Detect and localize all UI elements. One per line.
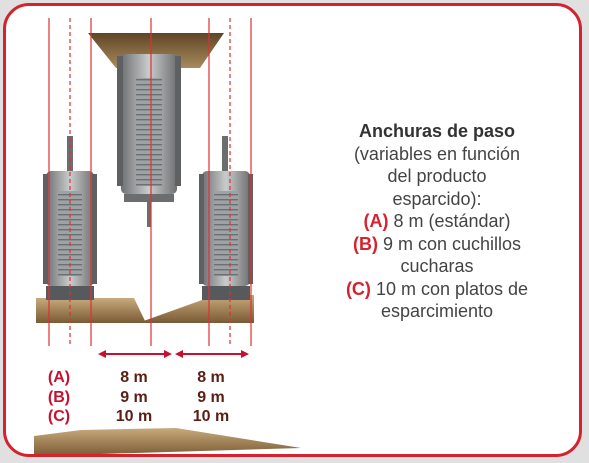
legend-subtitle-line: esparcido): <box>392 188 482 209</box>
legend: Anchuras de paso (variables en función d… <box>322 120 552 323</box>
legend-text: 8 m (estándar) <box>388 211 511 231</box>
width-value: 10 m <box>115 408 153 425</box>
code-b: (B) <box>47 388 71 406</box>
legend-tag: (A) <box>363 211 389 231</box>
legend-item-b-cont: cucharas <box>400 256 474 276</box>
legend-item-c-cont: esparcimiento <box>380 301 494 321</box>
bottom-right-spread-fan <box>138 295 254 323</box>
diagram-card: (A) (B) (C) 8 m 9 m 10 m 8 m 9 m 10 m An… <box>3 3 582 457</box>
center-spreader-machine <box>117 54 181 227</box>
width-values-column-2: 8 m 9 m 10 m <box>181 368 241 427</box>
legend-item-c: (C) 10 m con platos de <box>322 278 552 301</box>
legend-text: 9 m con cuchillos <box>377 233 522 254</box>
guide-lines <box>48 18 252 346</box>
width-value: 9 m <box>197 388 225 406</box>
spreading-diagram <box>34 18 301 454</box>
width-value: 8 m <box>197 369 225 386</box>
legend-tag: (B) <box>352 233 378 254</box>
width-values-column-1: 8 m 9 m 10 m <box>104 368 164 427</box>
width-value: 10 m <box>192 408 230 425</box>
legend-item-b: (B) 9 m con cuchillos <box>322 233 552 256</box>
right-spreader-machine <box>199 136 253 300</box>
code-a: (A) <box>47 369 71 386</box>
footer-spread-fan <box>34 428 301 454</box>
width-value: 8 m <box>120 369 148 386</box>
legend-subtitle-line: del producto <box>387 166 487 186</box>
legend-title: Anchuras de paso <box>358 121 516 141</box>
width-value: 9 m <box>120 388 148 406</box>
legend-text: 10 m con platos de <box>370 278 529 299</box>
legend-item-a: (A) 8 m (estándar) <box>322 210 552 233</box>
legend-subtitle-line: (variables en función <box>353 143 521 164</box>
width-codes: (A) (B) (C) <box>36 368 82 427</box>
code-c: (C) <box>47 408 71 425</box>
legend-tag: (C) <box>345 278 371 299</box>
